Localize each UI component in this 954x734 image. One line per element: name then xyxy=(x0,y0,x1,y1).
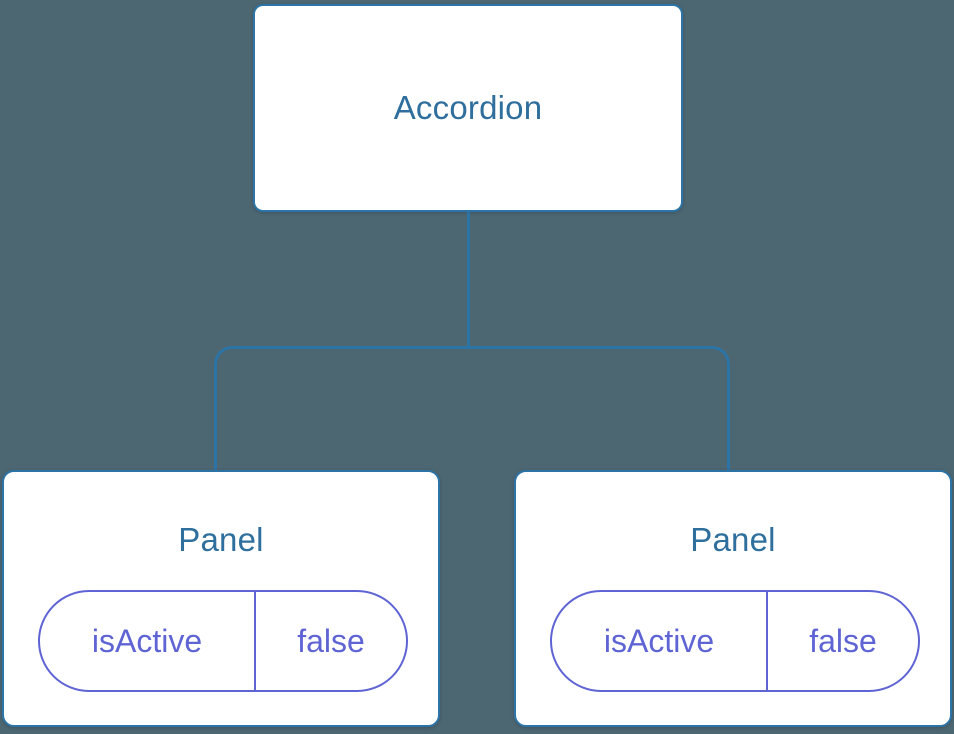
panel-right-label: Panel xyxy=(690,521,776,558)
state-key: isActive xyxy=(552,592,768,690)
state-key: isActive xyxy=(40,592,256,690)
state-value: false xyxy=(809,622,877,659)
connector-bracket xyxy=(214,346,730,470)
accordion-node: Accordion xyxy=(253,4,683,212)
panel-left-label: Panel xyxy=(178,521,264,558)
state-value: false xyxy=(297,622,365,659)
panel-right-state-pill: isActive false xyxy=(550,590,920,692)
connector-stem xyxy=(467,211,470,348)
panel-node-right: Panel isActive false xyxy=(514,470,952,727)
panel-node-left: Panel isActive false xyxy=(2,470,440,727)
panel-left-state-pill: isActive false xyxy=(38,590,408,692)
accordion-node-label: Accordion xyxy=(393,89,543,126)
